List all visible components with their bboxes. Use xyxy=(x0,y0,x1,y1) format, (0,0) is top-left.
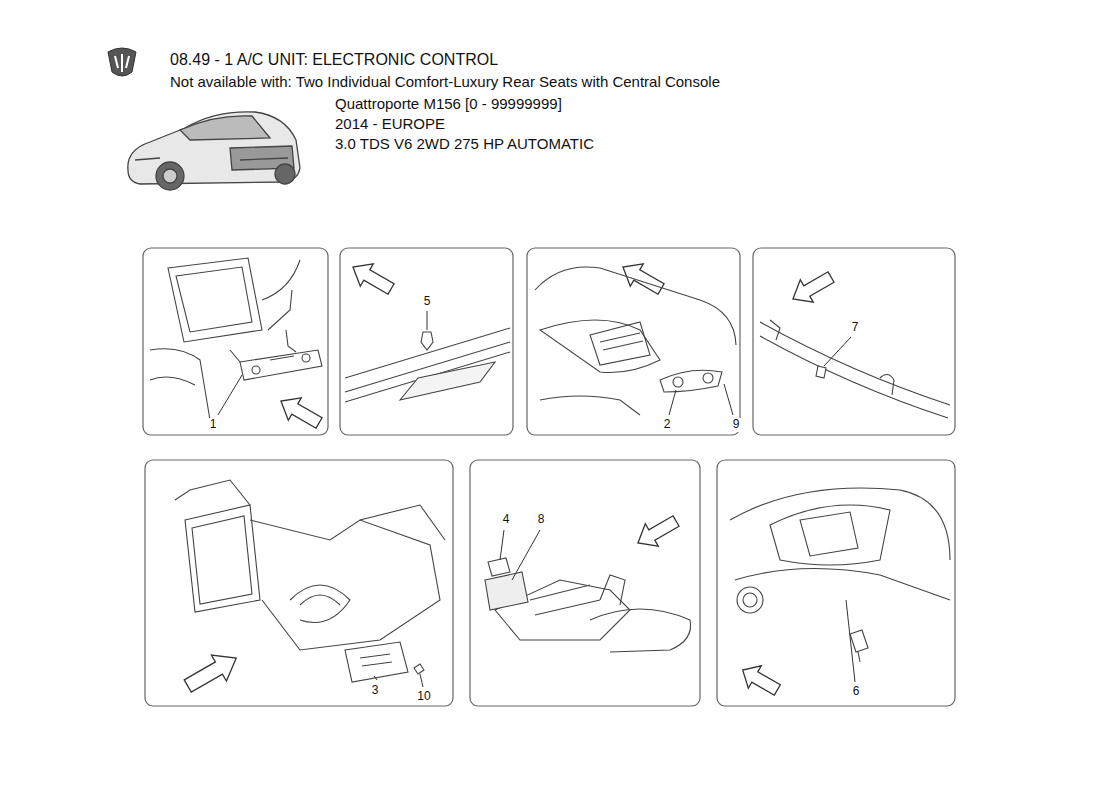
part-sketch xyxy=(600,575,625,605)
panel-frame xyxy=(717,460,955,706)
part-sketch xyxy=(743,593,757,607)
car-picture xyxy=(163,169,177,183)
callout-number: 8 xyxy=(536,513,547,527)
part-sketch xyxy=(262,260,300,330)
note-text: 2014 - EUROPE xyxy=(335,115,445,132)
part-sketch xyxy=(185,505,260,612)
part-sketch xyxy=(760,322,950,418)
part-sketch xyxy=(730,488,950,560)
part-sketch xyxy=(360,654,392,666)
part-sketch xyxy=(488,558,510,576)
part-sketch xyxy=(770,505,890,565)
leader-line xyxy=(824,337,851,366)
part-sketch xyxy=(800,512,858,556)
callout-number: 7 xyxy=(850,321,861,335)
part-sketch xyxy=(345,328,510,402)
view-arrow xyxy=(736,659,784,702)
diagram-title: 08.49 - 1 A/C UNIT: ELECTRONIC CONTROL xyxy=(170,51,498,69)
part-sketch xyxy=(168,258,262,342)
callout-number: 3 xyxy=(370,684,381,698)
part-sketch xyxy=(345,642,408,682)
part-sketch xyxy=(703,373,713,383)
callout-number: 5 xyxy=(422,295,433,309)
leader-line xyxy=(218,311,855,687)
view-arrow xyxy=(180,256,837,702)
part-sketch xyxy=(770,320,894,395)
view-arrow xyxy=(786,266,837,311)
panel-frame xyxy=(143,248,328,435)
part-sketch xyxy=(176,267,252,332)
part-sketch xyxy=(240,350,322,380)
part-sketch xyxy=(530,585,600,615)
car-picture xyxy=(128,112,300,184)
note-text: Not available with: Two Individual Comfo… xyxy=(170,73,720,90)
callout-number: 2 xyxy=(662,418,673,432)
callout-number: 4 xyxy=(501,513,512,527)
part-sketch xyxy=(600,333,643,350)
part-sketch xyxy=(250,520,440,650)
note-text: Quattroporte M156 [0 - 99999999] xyxy=(335,95,562,112)
part-sketch xyxy=(858,652,860,662)
panel-frame xyxy=(470,460,700,706)
part-sketch xyxy=(660,370,722,392)
car-picture xyxy=(135,158,288,160)
car-picture xyxy=(275,164,295,184)
part-sketch xyxy=(192,516,252,604)
part-sketch xyxy=(737,587,763,613)
part-sketch xyxy=(252,366,260,374)
part-sketch xyxy=(150,349,210,420)
view-arrow xyxy=(631,510,682,555)
part-sketch xyxy=(590,609,691,652)
callout-number: 10 xyxy=(415,690,432,704)
leader-line xyxy=(427,311,428,330)
part-sketch xyxy=(290,585,350,623)
part-sketch xyxy=(535,267,736,345)
panel-frame xyxy=(340,248,513,435)
part-sketch xyxy=(150,258,950,682)
leader-line xyxy=(420,674,423,687)
leader-line xyxy=(218,375,242,415)
brand-logo xyxy=(115,54,129,72)
callout-number: 6 xyxy=(851,685,862,699)
part-sketch xyxy=(175,480,445,540)
part-sketch xyxy=(735,569,950,600)
leader-line xyxy=(669,390,676,415)
part-sketch xyxy=(230,330,296,362)
part-sketch xyxy=(540,396,640,415)
panel-frame xyxy=(527,248,740,435)
view-arrow xyxy=(616,256,667,301)
leader-line xyxy=(512,530,540,580)
leader-line xyxy=(374,676,377,680)
panel-frame xyxy=(143,248,955,706)
part-sketch xyxy=(816,366,826,378)
part-sketch xyxy=(302,354,310,362)
brand-logo xyxy=(108,48,136,76)
brand-logo xyxy=(108,48,136,76)
view-arrow xyxy=(274,390,325,435)
car-picture xyxy=(180,116,270,140)
car-picture xyxy=(156,162,184,190)
leader-line xyxy=(500,530,504,560)
view-arrow xyxy=(346,256,397,301)
panel-frame xyxy=(753,248,955,435)
panel-frame xyxy=(145,460,453,706)
part-sketch xyxy=(485,572,528,610)
car-picture xyxy=(128,112,300,190)
part-sketch xyxy=(400,362,495,400)
part-sketch xyxy=(414,664,424,674)
part-sketch xyxy=(540,320,660,373)
part-sketch xyxy=(421,332,433,350)
part-sketch xyxy=(850,630,868,652)
view-arrow xyxy=(180,645,243,699)
callout-number: 9 xyxy=(731,418,742,432)
part-sketch xyxy=(673,377,683,387)
leader-line xyxy=(724,384,733,415)
callout-number: 1 xyxy=(208,418,219,432)
leader-line xyxy=(846,600,855,682)
note-text: 3.0 TDS V6 2WD 275 HP AUTOMATIC xyxy=(335,135,594,152)
part-sketch xyxy=(590,322,650,365)
